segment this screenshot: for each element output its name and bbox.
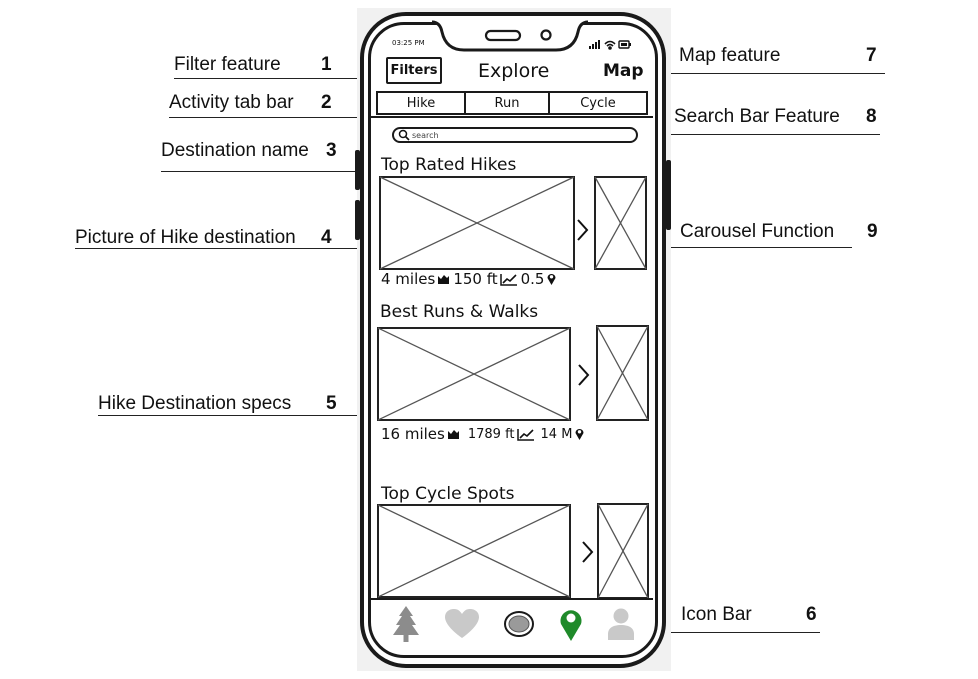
annotation-number: 6 — [806, 604, 817, 625]
tab-hike[interactable]: Hike — [406, 95, 436, 111]
annotation-label: Activity tab bar — [169, 92, 294, 113]
wifi-icon — [604, 40, 616, 50]
status-time: 03:25 PM — [392, 39, 425, 47]
section-title-top-rated-hikes: Top Rated Hikes — [381, 155, 517, 175]
annotation-label: Filter feature — [174, 54, 281, 75]
annotation-label: Search Bar Feature — [674, 106, 840, 127]
search-icon — [398, 129, 410, 141]
battery-icon — [618, 40, 631, 49]
annotation-number: 9 — [867, 221, 878, 242]
search-input[interactable]: search — [392, 127, 638, 143]
carousel-preview-image[interactable] — [594, 176, 647, 270]
annotation-number: 4 — [321, 227, 332, 248]
trend-chart-icon — [499, 273, 517, 286]
annotation-number: 1 — [321, 54, 332, 75]
annotation-leader-line — [174, 78, 358, 79]
filters-button[interactable]: Filters — [386, 57, 442, 84]
destination-image-placeholder[interactable] — [377, 327, 571, 421]
front-camera — [540, 29, 552, 41]
carousel-next-chevron-icon[interactable] — [576, 218, 590, 242]
location-pin-icon[interactable] — [558, 606, 584, 642]
annotation-label: Carousel Function — [680, 221, 835, 242]
tab-run[interactable]: Run — [464, 93, 548, 113]
map-pin-icon — [547, 274, 556, 285]
carousel-preview-image[interactable] — [596, 325, 649, 421]
tab-cycle[interactable]: Cycle — [548, 93, 646, 113]
destination-image-placeholder[interactable] — [379, 176, 575, 270]
elevation-bars-icon — [447, 430, 459, 439]
carousel-next-chevron-icon[interactable] — [577, 363, 591, 387]
volume-button — [355, 150, 360, 190]
annotation-leader-line — [670, 134, 880, 135]
speaker-grille — [484, 29, 522, 42]
annotation-leader-line — [670, 632, 820, 633]
rating-value: 0.5 — [520, 270, 545, 288]
distance-value: 16 miles — [381, 425, 445, 443]
icon-bar — [380, 602, 646, 646]
tree-icon[interactable] — [391, 605, 421, 643]
annotation-number: 3 — [326, 140, 337, 161]
elevation-value: 150 ft — [453, 270, 498, 288]
destination-specs: 16 miles 1789 ft 14 M — [381, 425, 588, 443]
trend-chart-icon — [516, 428, 534, 441]
annotation-number: 5 — [326, 393, 337, 414]
annotation-label: Destination name — [161, 140, 309, 161]
map-pin-icon — [575, 429, 584, 440]
elevation-bars-icon — [438, 275, 450, 284]
page-title: Explore — [478, 60, 550, 82]
elevation-value: 1789 ft — [467, 426, 515, 442]
annotation-number: 2 — [321, 92, 332, 113]
map-button[interactable]: Map — [603, 61, 644, 81]
annotation-number: 7 — [866, 45, 877, 66]
header-divider — [371, 116, 653, 118]
icon-bar-divider — [371, 598, 653, 600]
annotation-label: Hike Destination specs — [98, 393, 292, 414]
carousel-preview-image[interactable] — [597, 503, 649, 599]
phone-notch — [431, 20, 589, 52]
section-title-best-runs-walks: Best Runs & Walks — [380, 302, 539, 322]
distance-value: 4 miles — [381, 270, 436, 288]
annotation-leader-line — [169, 117, 358, 118]
user-profile-icon[interactable] — [607, 607, 635, 641]
carousel-next-chevron-icon[interactable] — [581, 540, 595, 564]
annotation-label: Icon Bar — [681, 604, 752, 625]
annotation-leader-line — [670, 73, 885, 74]
annotation-label: Map feature — [679, 45, 781, 66]
section-title-top-cycle-spots: Top Cycle Spots — [381, 484, 515, 504]
annotation-leader-line — [98, 415, 358, 416]
record-button-icon[interactable] — [503, 609, 535, 639]
cellular-signal-icon — [589, 40, 600, 49]
annotation-number: 8 — [866, 106, 877, 127]
annotation-label: Picture of Hike destination — [75, 227, 296, 248]
volume-button — [355, 200, 360, 240]
annotation-leader-line — [161, 171, 358, 172]
search-placeholder: search — [412, 130, 439, 140]
power-button — [666, 160, 671, 230]
heart-icon[interactable] — [444, 608, 480, 640]
destination-image-placeholder[interactable] — [377, 504, 571, 598]
rating-value: 14 M — [540, 426, 573, 442]
activity-tab-bar: Hike Run Cycle — [376, 91, 648, 115]
annotation-leader-line — [670, 247, 852, 248]
status-icons — [589, 40, 631, 50]
annotation-leader-line — [75, 248, 358, 249]
destination-specs: 4 miles 150 ft 0.5 — [381, 270, 560, 288]
